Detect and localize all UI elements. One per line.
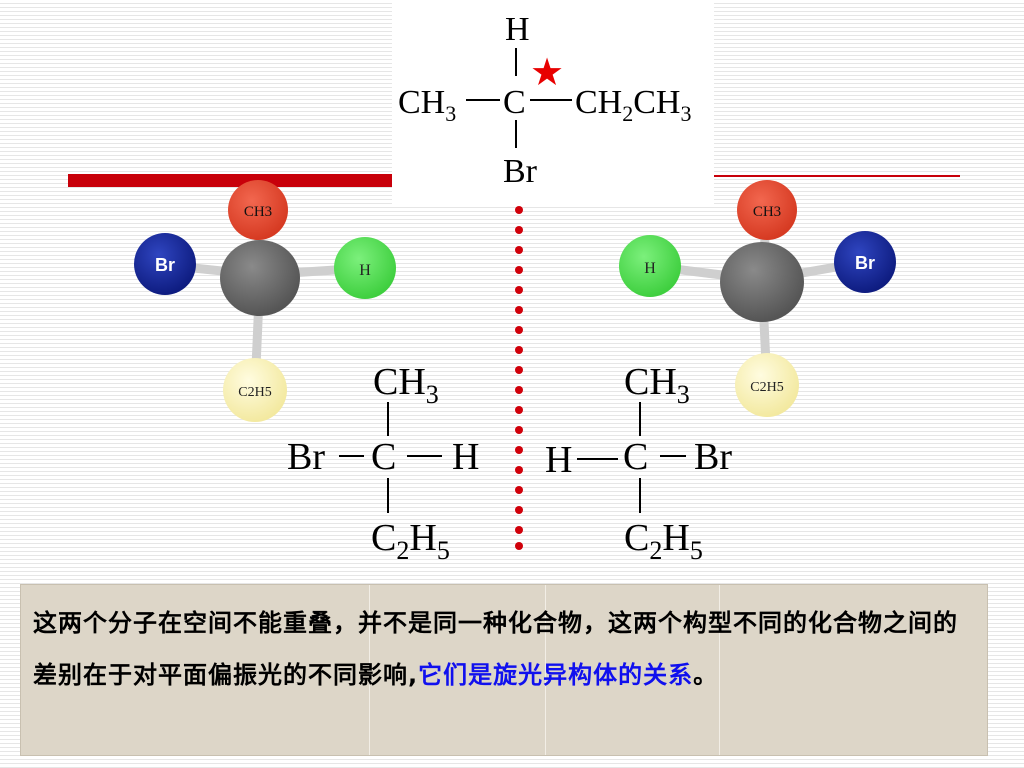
c2h5-ball — [735, 353, 799, 417]
top-ch3-label: CH3 — [398, 84, 456, 126]
left-formula: CH3 Br C H C2H5 — [287, 361, 479, 565]
right-formula-bottom: C2H5 — [624, 517, 703, 565]
explanation-highlight: 它们是旋光异构体的关系 — [418, 661, 694, 689]
left-formula-right: H — [452, 436, 479, 478]
divider — [545, 585, 546, 755]
left-molecule-model: CH3 Br H C2H5 — [134, 180, 396, 422]
explanation-end: 。 — [693, 661, 719, 689]
right-formula-right: Br — [694, 436, 732, 478]
left-formula-left: Br — [287, 436, 325, 478]
carbon-ball — [720, 242, 804, 322]
left-formula-top: CH3 — [373, 361, 439, 409]
top-h-label: H — [505, 11, 530, 48]
red-divider-line-left — [68, 174, 398, 187]
top-structural-formula-panel — [392, 0, 714, 205]
left-formula-bottom: C2H5 — [371, 517, 450, 565]
right-formula: CH3 H C Br C2H5 — [545, 361, 732, 565]
ch3-ball-label: CH3 — [244, 204, 272, 220]
explanation-text: 这两个分子在空间不能重叠，并不是同一种化合物，这两个构型不同的化合物之间的差别在… — [33, 597, 973, 701]
top-formula: H ★ CH3 C CH2CH3 Br — [398, 11, 691, 190]
h-ball — [619, 235, 681, 297]
divider — [369, 585, 370, 755]
h-ball — [334, 237, 396, 299]
mirror-plane-dotted-line — [515, 206, 523, 550]
top-ch2ch3-label: CH2CH3 — [575, 84, 691, 126]
br-ball-label: Br — [855, 253, 875, 273]
c2h5-ball — [223, 358, 287, 422]
br-ball — [834, 231, 896, 293]
h-ball-label: H — [644, 260, 656, 277]
ch3-ball-label: CH3 — [753, 204, 781, 220]
chiral-star-icon: ★ — [530, 52, 564, 94]
explanation-main: 这两个分子在空间不能重叠，并不是同一种化合物，这两个构型不同的化合物之间的差别在… — [33, 609, 958, 689]
c2h5-ball-label: C2H5 — [750, 380, 783, 395]
right-formula-center: C — [623, 436, 648, 478]
right-formula-top: CH3 — [624, 361, 690, 409]
c2h5-ball-label: C2H5 — [238, 385, 271, 400]
explanation-text-box: 这两个分子在空间不能重叠，并不是同一种化合物，这两个构型不同的化合物之间的差别在… — [20, 584, 988, 756]
divider — [719, 585, 720, 755]
top-br-label: Br — [503, 153, 538, 190]
carbon-ball — [220, 240, 300, 316]
ch3-ball — [737, 180, 797, 240]
red-divider-line-right — [714, 175, 960, 177]
top-c-label: C — [503, 84, 526, 121]
right-formula-left: H — [545, 439, 572, 481]
ch3-ball — [228, 180, 288, 240]
br-ball-label: Br — [155, 255, 175, 275]
h-ball-label: H — [359, 262, 371, 279]
left-formula-center: C — [371, 436, 396, 478]
right-molecule-model: CH3 H Br C2H5 — [619, 180, 896, 417]
br-ball — [134, 233, 196, 295]
